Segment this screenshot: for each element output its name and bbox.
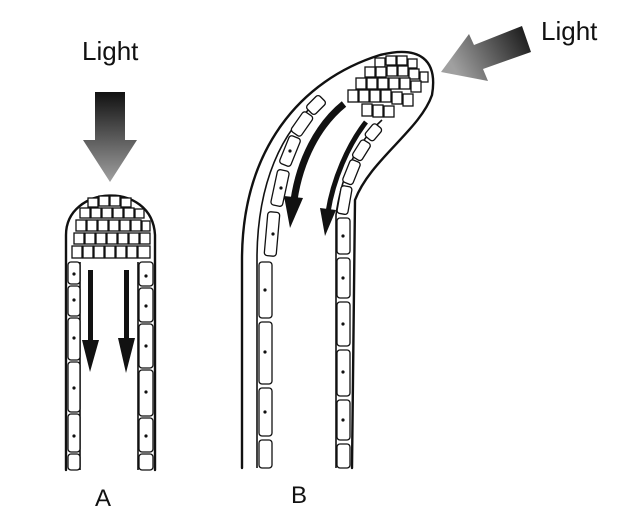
auxin-arrow-left-a xyxy=(82,270,99,372)
panel-a: Light xyxy=(64,36,157,512)
apical-meristem-b xyxy=(347,55,429,118)
auxin-arrow-left-b xyxy=(284,101,347,228)
panel-label-a: A xyxy=(95,485,111,512)
elongated-cells-right-a xyxy=(138,261,154,471)
panel-b: Light xyxy=(240,16,598,509)
light-arrow-b xyxy=(441,26,531,81)
elongated-cells-left-b xyxy=(258,94,327,469)
panel-label-b: B xyxy=(291,482,307,509)
elongated-cells-right-b xyxy=(336,123,383,469)
apical-meristem-a xyxy=(71,195,151,259)
light-arrow-a xyxy=(83,92,137,182)
light-label-b: Light xyxy=(541,16,598,46)
auxin-arrow-right-b xyxy=(320,120,368,236)
elongated-cells-left-a xyxy=(67,261,81,471)
shoot-outline-b xyxy=(240,50,435,470)
auxin-arrow-right-a xyxy=(118,270,135,373)
light-label-a: Light xyxy=(82,36,139,66)
